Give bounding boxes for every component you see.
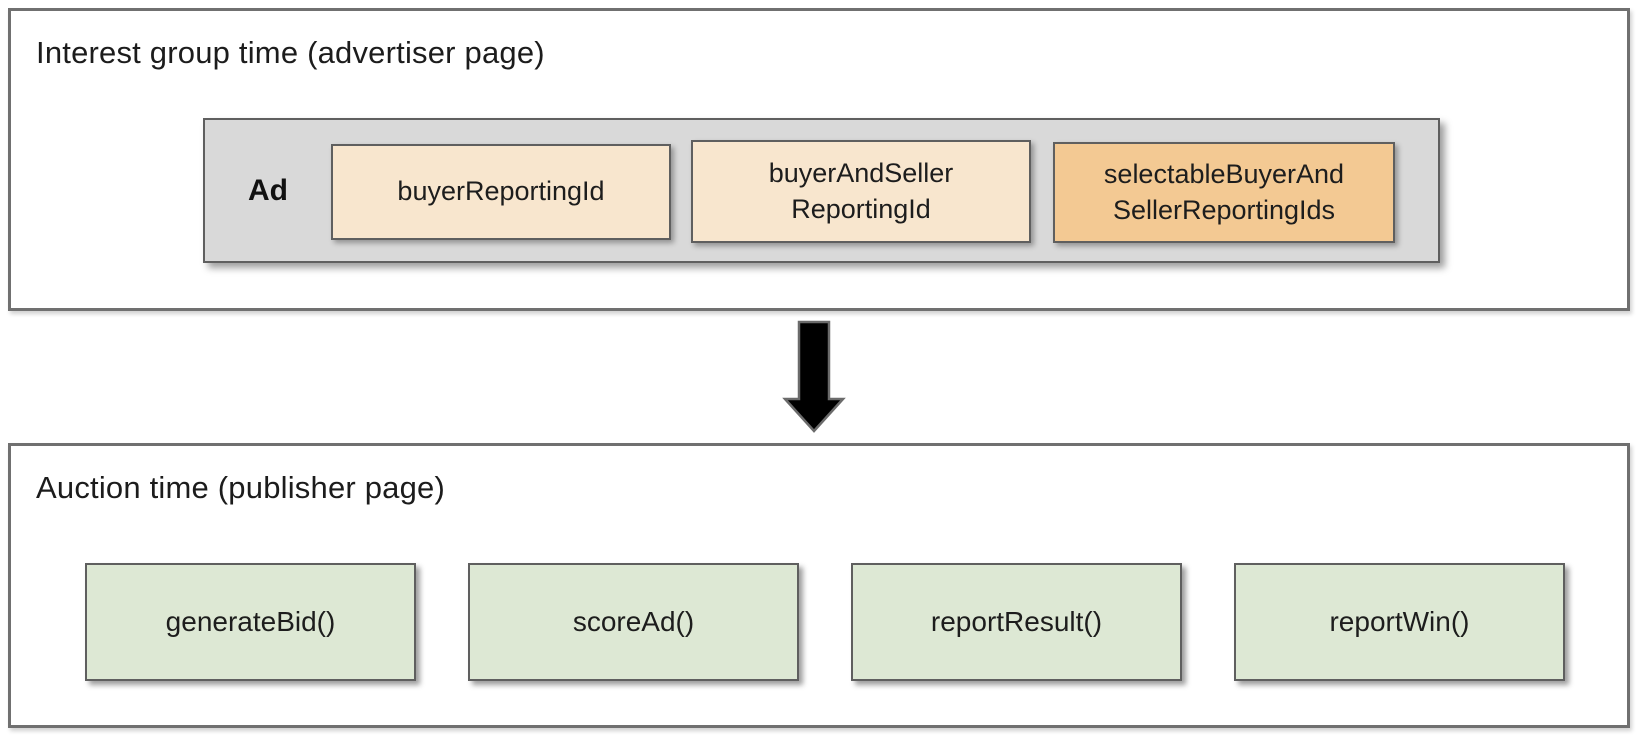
down-arrow-icon (782, 320, 846, 434)
auction-title: Auction time (publisher page) (36, 470, 446, 505)
selectable-buyer-and-seller-reporting-ids-box: selectableBuyerAnd SellerReportingIds (1053, 142, 1395, 243)
report-result-box: reportResult() (851, 563, 1182, 681)
buyer-and-seller-reporting-id-box: buyerAndSeller ReportingId (691, 140, 1031, 243)
buyer-reporting-id-box: buyerReportingId (331, 144, 671, 240)
ad-container: Ad buyerReportingId buyerAndSeller Repor… (203, 118, 1440, 263)
ad-label: Ad (248, 173, 288, 207)
score-ad-box: scoreAd() (468, 563, 799, 681)
report-win-box: reportWin() (1234, 563, 1565, 681)
generate-bid-box: generateBid() (85, 563, 416, 681)
interest-group-panel: Interest group time (advertiser page) Ad… (8, 8, 1630, 311)
interest-group-title: Interest group time (advertiser page) (36, 35, 545, 70)
auction-panel: Auction time (publisher page) generateBi… (8, 443, 1630, 728)
